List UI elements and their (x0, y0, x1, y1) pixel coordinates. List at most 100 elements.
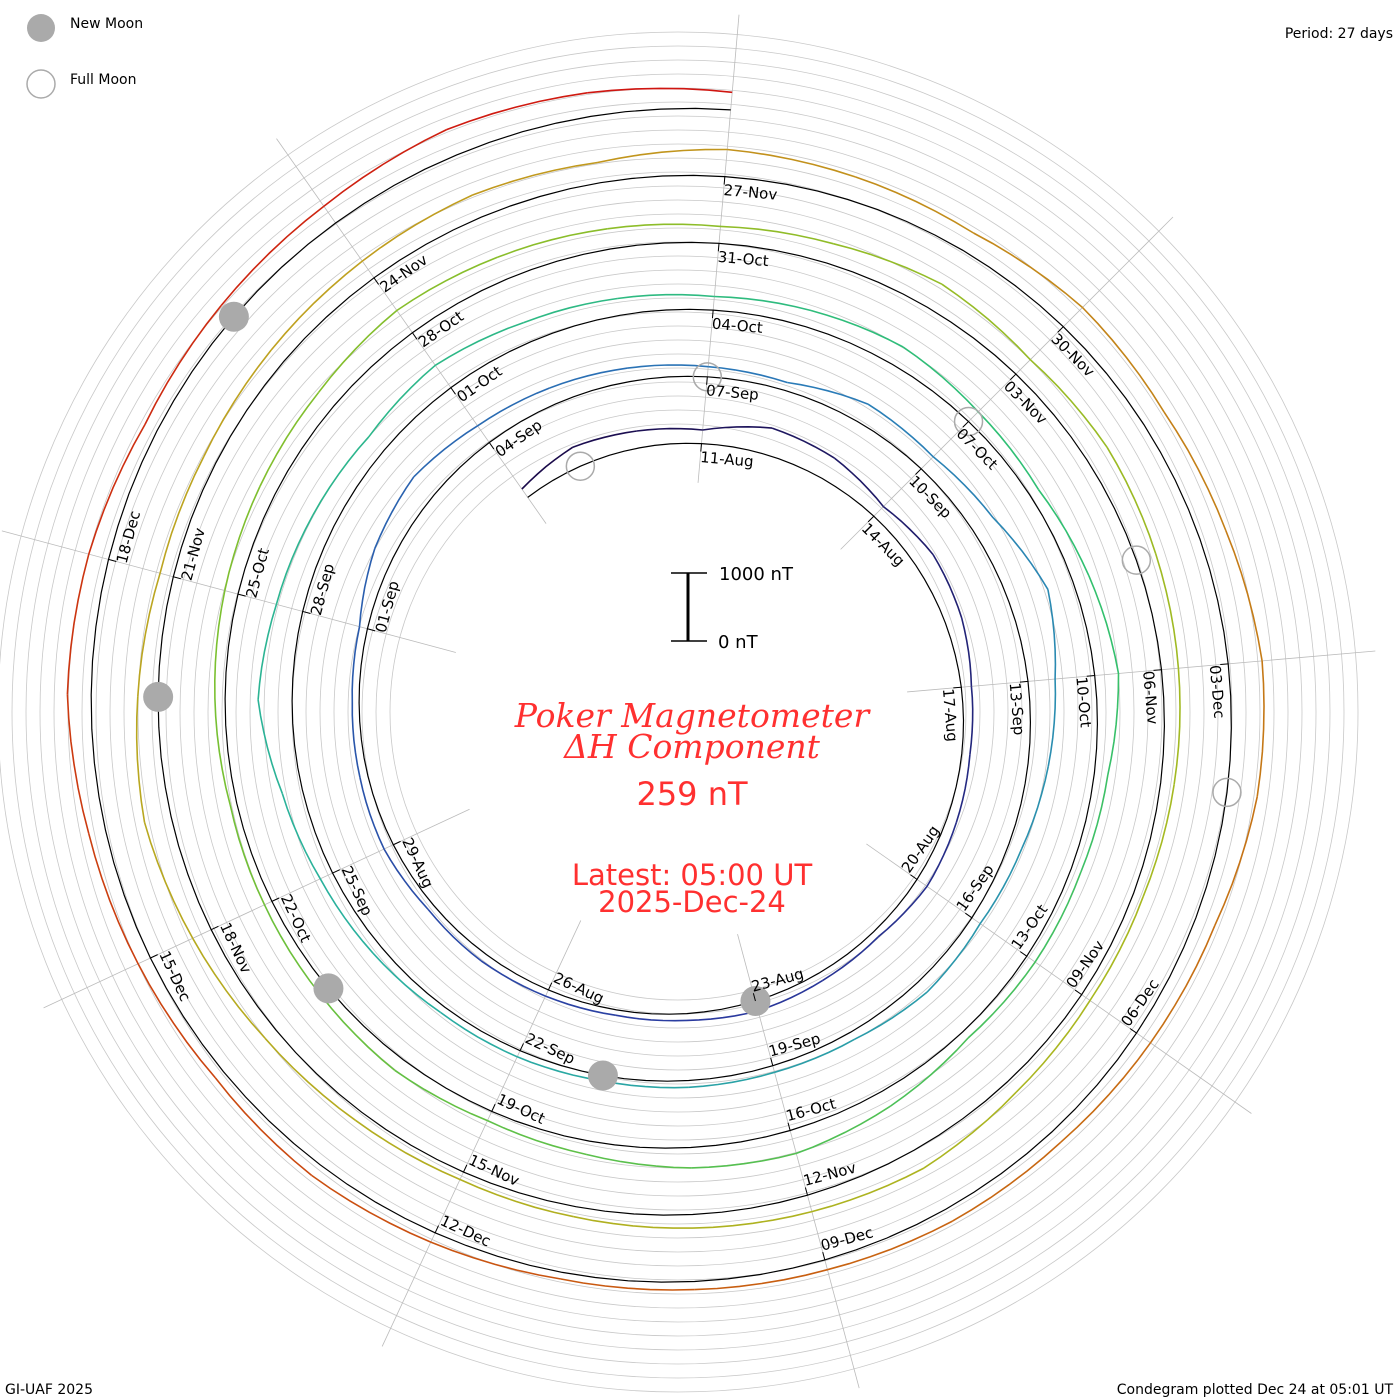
trace-segment (977, 411, 1040, 491)
trace-segment (319, 878, 374, 954)
date-tick (1057, 326, 1064, 333)
trace-segment (143, 821, 194, 939)
grid-ring (11, 45, 1345, 1379)
radial-spoke (907, 650, 1376, 693)
date-tick (965, 912, 973, 919)
date-tick (953, 686, 962, 689)
grid-ring (389, 423, 967, 1001)
grid-ring (207, 241, 1149, 1183)
credit-label: GI-UAF 2025 (5, 1382, 93, 1398)
trace-segment (573, 1215, 693, 1229)
trace-segment (351, 626, 361, 703)
chart-title: Poker Magnetometer (514, 696, 872, 735)
trace-segment (220, 205, 325, 307)
date-tick (150, 954, 158, 959)
trace-segment (607, 223, 721, 230)
trace-segment (834, 457, 885, 508)
date-tick (108, 558, 117, 562)
trace-segment (720, 225, 834, 245)
trace-segment (855, 176, 974, 234)
trace-segment (523, 297, 618, 324)
date-tick (723, 176, 726, 185)
trace-segment (854, 991, 928, 1041)
trace-segment (66, 694, 90, 834)
trace-segment (597, 148, 728, 164)
date-tick (915, 468, 922, 475)
new-moon-legend-icon (27, 14, 55, 42)
trace-segment (430, 1241, 562, 1280)
trace-segment (796, 1105, 891, 1155)
date-label: 31-Oct (717, 248, 769, 270)
date-label: 18-Dec (113, 509, 144, 565)
date-tick (1074, 989, 1082, 996)
baseline-spiral (90, 107, 1232, 1283)
full-moon-marker (565, 451, 596, 481)
trace-segment (497, 228, 608, 259)
trace-segment (88, 833, 139, 965)
trace-segment (822, 936, 879, 982)
trace-segment (969, 686, 974, 755)
date-tick (717, 243, 720, 252)
trace-segment (973, 232, 1084, 309)
trace-segment (545, 995, 616, 1016)
date-tick (1153, 669, 1162, 671)
trace-segment (323, 128, 447, 207)
date-label: 25-Oct (242, 546, 273, 600)
scale-bar: 1000 nT 0 nT (671, 564, 794, 653)
date-label: 09-Dec (819, 1223, 875, 1254)
trace-segment (1081, 306, 1165, 413)
grid-ring (333, 367, 1023, 1057)
trace-segment (832, 242, 943, 285)
trace-segment (979, 848, 1023, 925)
full-moon-marker (1121, 545, 1152, 575)
trace-segment (281, 793, 321, 880)
trace-segment (714, 295, 812, 312)
date-label: 13-Sep (1006, 682, 1029, 736)
trace-segment (312, 436, 370, 516)
date-tick (867, 515, 875, 523)
trace-segment (259, 391, 320, 487)
grid-ring (123, 157, 1233, 1267)
date-label: 07-Sep (705, 381, 759, 404)
date-tick (519, 1043, 524, 1051)
trace-segment (890, 1037, 969, 1107)
trace-segment (434, 321, 524, 366)
trace-segment (354, 1119, 461, 1181)
trace-segment (66, 553, 90, 695)
grid-ring (81, 115, 1275, 1309)
trace-segment (1163, 411, 1227, 531)
trace-segment (263, 904, 322, 996)
date-tick (1086, 675, 1095, 677)
date-tick (711, 310, 714, 319)
trace-segment (137, 572, 161, 697)
full-moon-marker (953, 406, 984, 437)
date-tick (822, 1252, 826, 1261)
trace-segment (1225, 530, 1263, 662)
trace-segment (396, 256, 498, 312)
date-label: 06-Nov (1139, 670, 1162, 725)
trace-segment (203, 349, 272, 457)
grid-ring (109, 143, 1247, 1281)
grid-ring (0, 31, 1359, 1393)
trace-segment (1214, 796, 1258, 926)
trace-segment (1047, 678, 1057, 767)
trace-segment (372, 952, 441, 1014)
trace-segment (427, 908, 482, 962)
trace-segment (560, 1278, 695, 1291)
trace-segment (694, 1268, 828, 1291)
date-tick (1019, 680, 1029, 683)
trace-segment (224, 486, 261, 591)
trace-segment (702, 425, 773, 431)
date-tick (173, 576, 182, 580)
grid-ring (137, 171, 1219, 1253)
trace-segment (1021, 766, 1050, 849)
trace-segment (477, 387, 550, 427)
date-tick (804, 1187, 808, 1196)
trace-segment (932, 554, 963, 619)
date-label: 10-Oct (1072, 676, 1094, 728)
trace-segment (952, 1141, 1062, 1222)
latest-time: Latest: 05:00 UT (572, 858, 813, 892)
trace-segment (727, 148, 856, 178)
trace-segment (771, 427, 836, 459)
